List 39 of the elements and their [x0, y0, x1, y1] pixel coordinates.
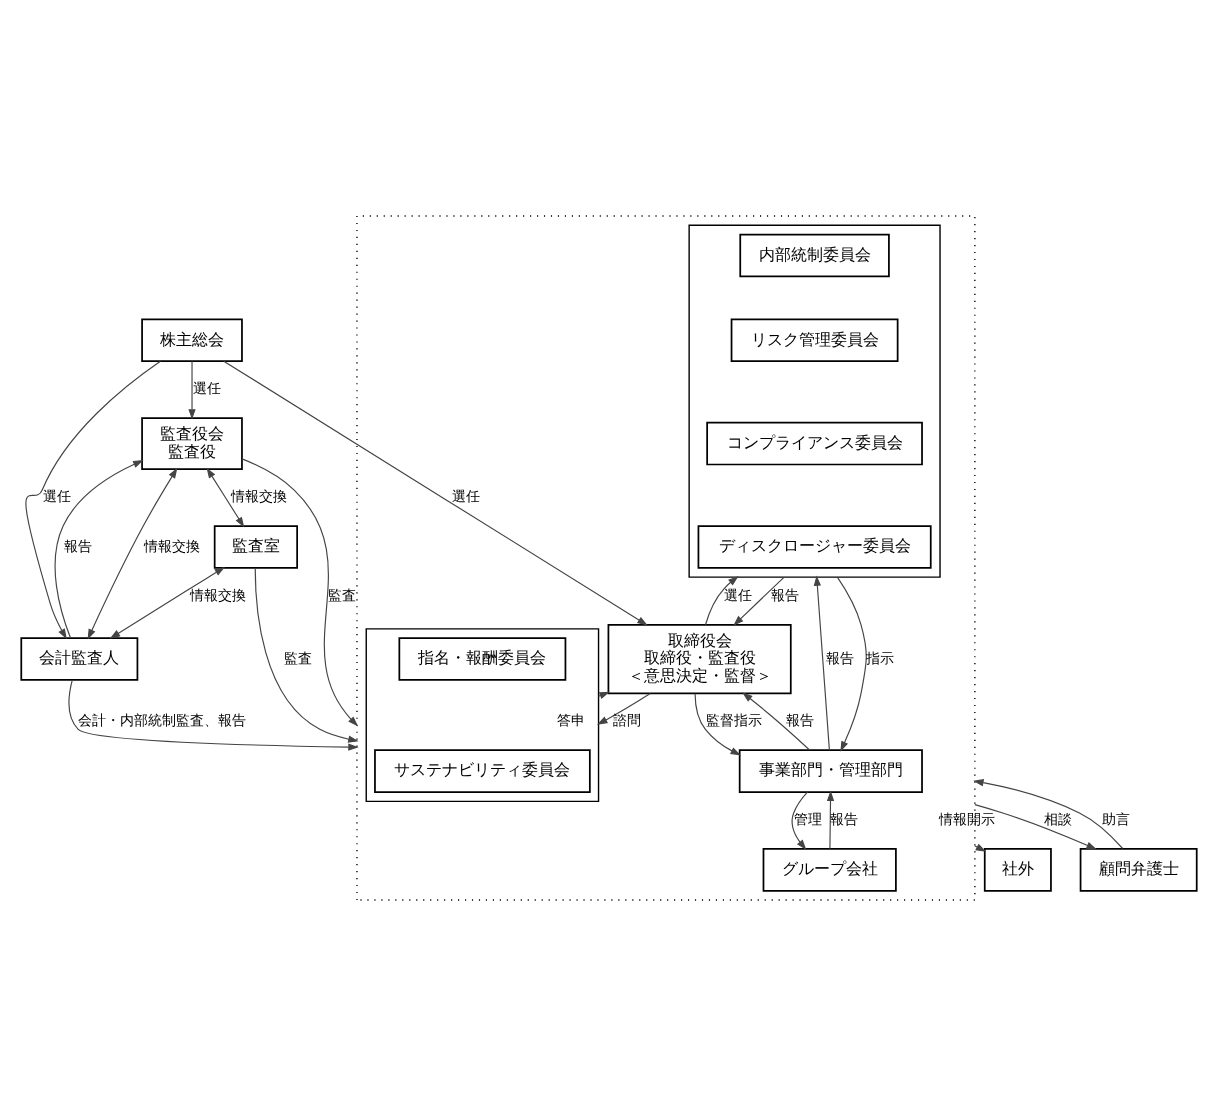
- node-box: 社外: [983, 847, 1052, 891]
- node-box: 顧問弁護士: [1079, 847, 1198, 891]
- arrow: [87, 466, 178, 639]
- node-box: 内部統制委員会: [739, 232, 890, 277]
- arrow: [188, 359, 196, 419]
- arrow: [974, 842, 987, 851]
- node-box: コンプライアンス委員会: [706, 420, 923, 465]
- node-box: 監査役会 監査役: [141, 416, 243, 469]
- arrow: [223, 359, 648, 625]
- arrow: [241, 457, 359, 726]
- arrow: [68, 678, 359, 750]
- arrow: [704, 575, 739, 625]
- arrow: [826, 789, 835, 849]
- node-box: 事業部門・管理部門: [738, 748, 923, 792]
- cluster: [688, 223, 941, 577]
- arrow: [742, 691, 811, 750]
- node-box: ディスクロージャー委員会: [697, 524, 932, 568]
- arrow: [597, 692, 651, 724]
- node-box: 取締役会 取締役・監査役 ＜意思決定・監督＞: [607, 622, 792, 694]
- node-box: 監査室: [213, 524, 298, 568]
- arrow: [791, 790, 808, 849]
- arrow: [25, 359, 161, 639]
- node-box: 会計監査人: [20, 636, 139, 680]
- arrow: [254, 566, 359, 742]
- node-box: サステナビリティ委員会: [374, 748, 591, 792]
- arrow: [836, 575, 867, 751]
- arrow: [694, 692, 741, 755]
- arrow: [813, 574, 830, 750]
- arrow: [974, 803, 1097, 849]
- arrow: [206, 466, 245, 527]
- arrow: [54, 459, 144, 638]
- arrow: [973, 778, 1124, 849]
- node-box: 株主総会: [141, 317, 243, 361]
- node-box: グループ会社: [762, 847, 897, 891]
- arrow: [733, 575, 785, 625]
- node-box: リスク管理委員会: [730, 317, 899, 361]
- arrow: [597, 690, 610, 698]
- node-box: 指名・報酬委員会: [398, 636, 567, 680]
- arrow: [109, 566, 226, 638]
